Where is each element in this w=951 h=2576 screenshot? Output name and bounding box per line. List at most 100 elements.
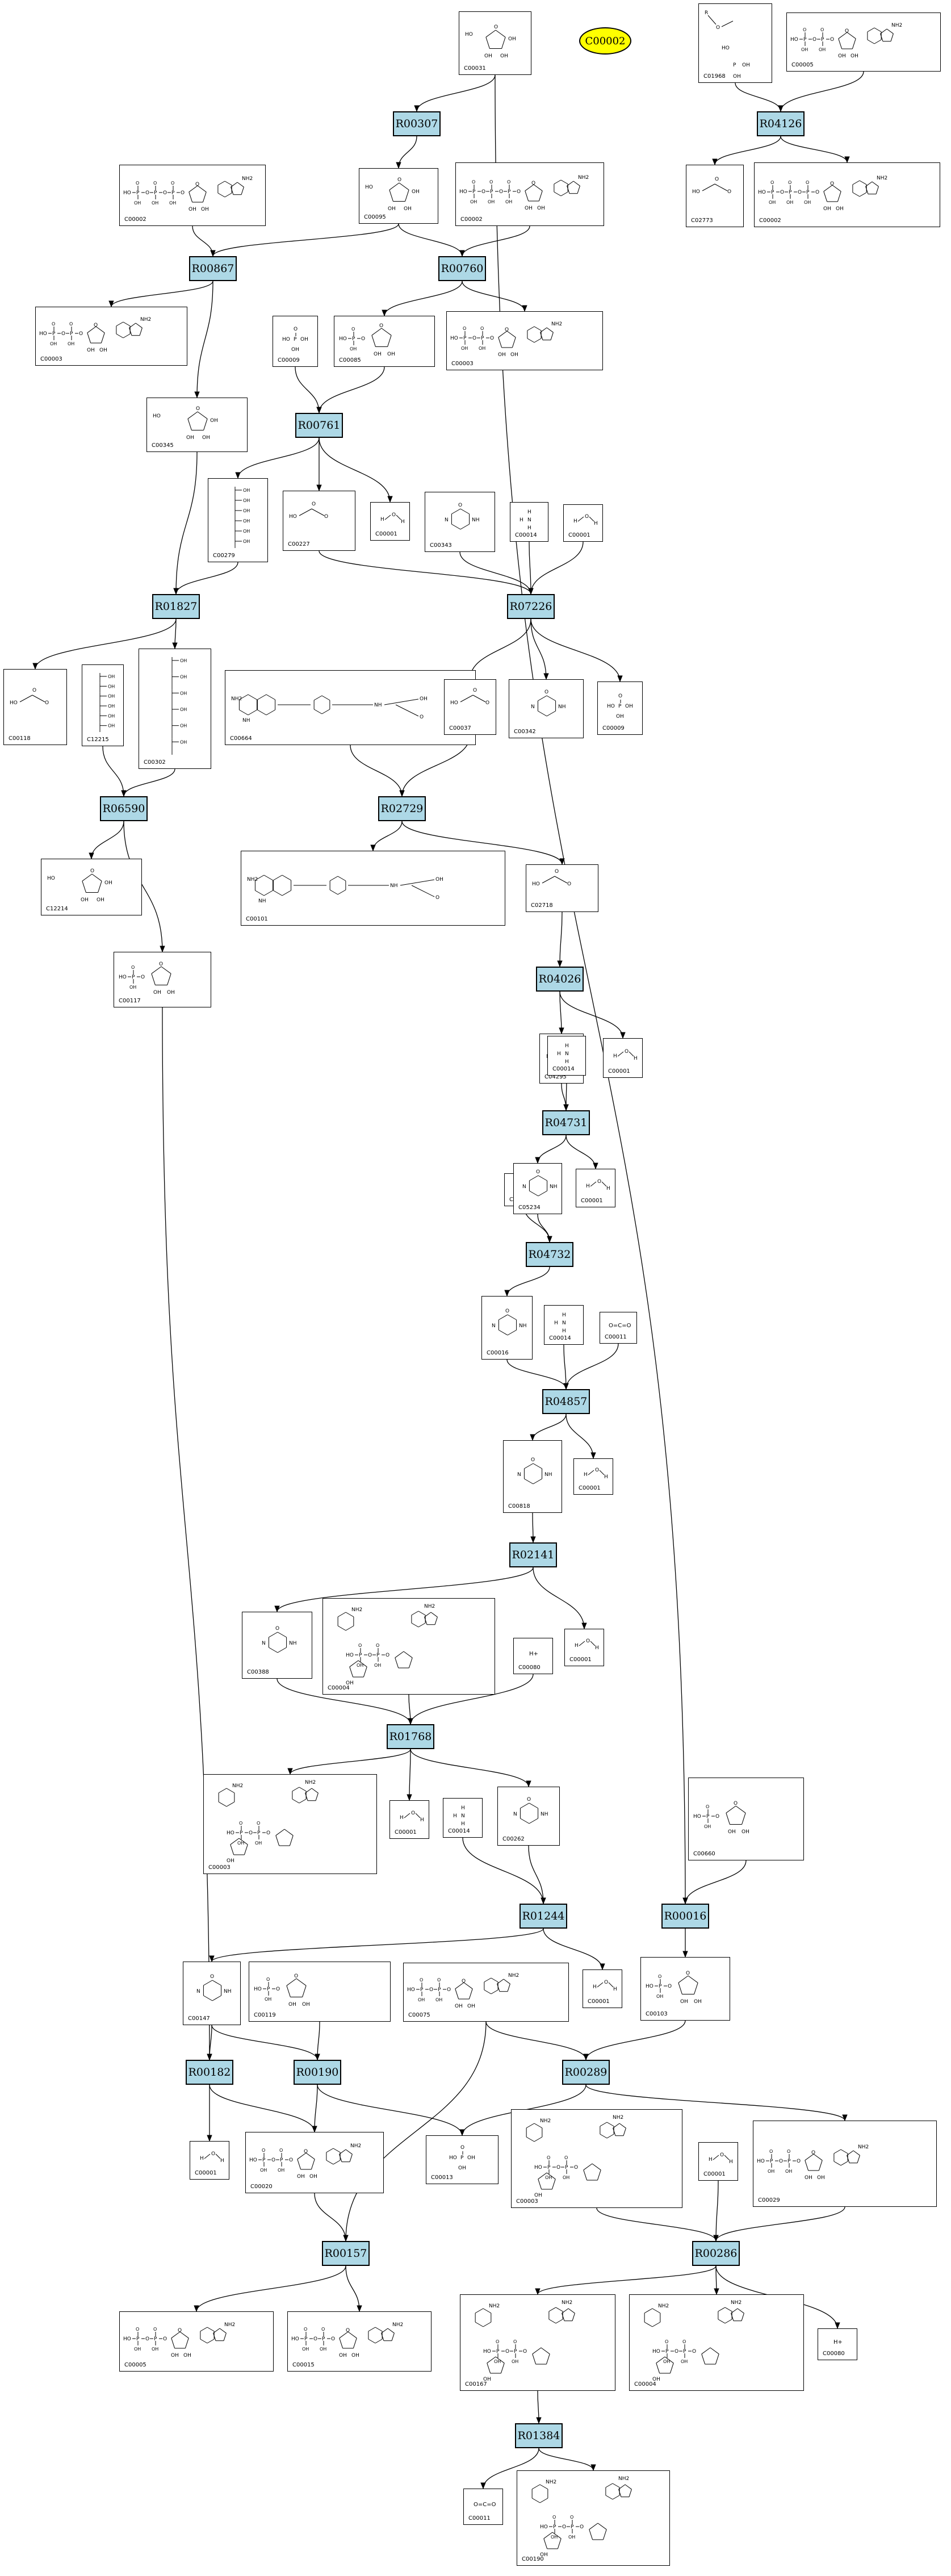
reaction-r04026[interactable]: R04026 bbox=[536, 967, 584, 992]
reaction-r01768[interactable]: R01768 bbox=[387, 1724, 434, 1749]
reaction-r00182[interactable]: R00182 bbox=[186, 2060, 233, 2085]
reaction-r04857[interactable]: R04857 bbox=[542, 1389, 590, 1414]
edge-compound-c00001-j-to-reaction-r00286 bbox=[713, 2180, 719, 2242]
reaction-r00157[interactable]: R00157 bbox=[322, 2241, 370, 2266]
reaction-r02729[interactable]: R02729 bbox=[378, 796, 426, 821]
reaction-r00286[interactable]: R00286 bbox=[692, 2241, 740, 2266]
atom-label: NH2 bbox=[392, 2322, 403, 2328]
atom-label: P bbox=[789, 190, 792, 195]
atom-label: O bbox=[513, 2339, 517, 2344]
atom-label: OH bbox=[180, 724, 187, 729]
reaction-r00190[interactable]: R00190 bbox=[294, 2060, 341, 2085]
atom-label: H bbox=[200, 2156, 204, 2161]
reaction-r02141[interactable]: R02141 bbox=[509, 1542, 557, 1567]
reaction-r00307[interactable]: R00307 bbox=[393, 111, 441, 136]
c00002-oval[interactable]: C00002 bbox=[579, 27, 631, 55]
compound-c00080-a[interactable]: H+C00080 bbox=[513, 1638, 553, 1674]
reaction-r00760[interactable]: R00760 bbox=[438, 256, 486, 281]
reaction-r01244[interactable]: R01244 bbox=[520, 1904, 567, 1929]
reaction-r04731[interactable]: R04731 bbox=[542, 1110, 590, 1135]
atom-label: NH2 bbox=[731, 2300, 741, 2306]
reaction-r00016[interactable]: R00016 bbox=[661, 1904, 709, 1929]
reaction-r07226[interactable]: R07226 bbox=[507, 594, 555, 619]
reaction-r00761[interactable]: R00761 bbox=[295, 413, 343, 438]
reaction-r00867[interactable]: R00867 bbox=[189, 256, 237, 281]
reaction-r00289[interactable]: R00289 bbox=[562, 2060, 610, 2085]
bond bbox=[255, 875, 265, 881]
reaction-r06590[interactable]: R06590 bbox=[100, 796, 148, 821]
reaction-r04732[interactable]: R04732 bbox=[526, 1242, 573, 1267]
reaction-r01384[interactable]: R01384 bbox=[515, 2423, 563, 2448]
compound-c00080-b[interactable]: H+C00080 bbox=[818, 2328, 857, 2360]
reaction-r01827[interactable]: R01827 bbox=[152, 594, 200, 619]
reaction-r04126[interactable]: R04126 bbox=[757, 111, 805, 136]
atom-label: HO bbox=[757, 2159, 765, 2164]
atom-label: P bbox=[420, 1987, 424, 1993]
